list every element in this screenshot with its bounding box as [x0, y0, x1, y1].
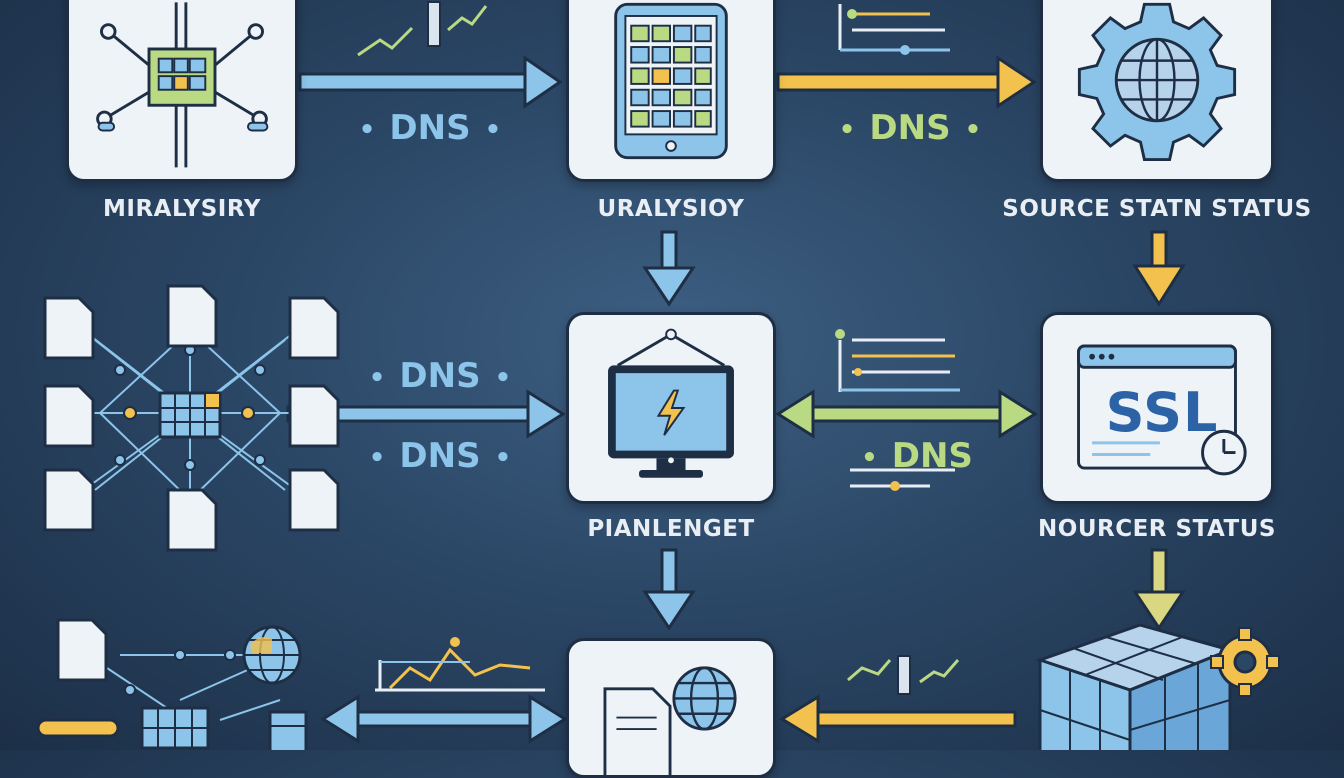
- arrow-n8-n9-bidirectional: [779, 694, 1017, 744]
- pill-icon: [36, 718, 120, 738]
- node-card-nourcer-status: SSL: [1040, 312, 1274, 504]
- timeline-icon: [838, 4, 950, 55]
- dot-icon: •: [484, 114, 502, 145]
- node-card-miralysiry: [66, 0, 298, 182]
- arrow-n1-to-n2: [298, 55, 563, 109]
- dot-icon: •: [838, 114, 856, 145]
- ssl-window-icon: [1077, 344, 1247, 476]
- node-label-uralysioy: URALYSIOY: [597, 196, 745, 222]
- gear-globe-icon: [1077, 2, 1237, 162]
- arrow-n2-to-n5: [642, 230, 696, 307]
- edge-label-n4-n5-lower: • DNS •: [340, 436, 540, 476]
- node-card-document-globe: [566, 638, 776, 778]
- arrow-n7-n8-bidirectional: [320, 694, 568, 744]
- edge-label-text: DNS: [399, 356, 481, 396]
- arrow-n3-to-n6: [1132, 230, 1186, 307]
- node-card-uralysioy: [566, 0, 776, 182]
- cube-grid-icon: [1035, 623, 1235, 750]
- edge-label-text: DNS: [399, 436, 481, 476]
- node-label-miralysiry: MIRALYSIRY: [103, 196, 261, 222]
- node-card-pianlenget: [566, 312, 776, 504]
- ssl-badge: SSL: [1105, 381, 1219, 444]
- edge-label-text: DNS: [389, 108, 471, 148]
- globe-icon: [242, 625, 302, 685]
- edge-label-n1-n2: • DNS •: [330, 108, 530, 148]
- database-icon: [268, 710, 308, 750]
- dot-icon: •: [368, 442, 386, 473]
- bottom-left-cluster: [36, 618, 308, 750]
- dot-icon: •: [368, 362, 386, 393]
- sparkline-icon: [357, 1, 488, 57]
- arrow-n4-to-n5: [286, 389, 566, 439]
- network-flow-diagram: MIRALYSIRY: [36, 0, 1312, 778]
- edge-label-n2-n3: • DNS •: [810, 108, 1010, 148]
- arrow-n5-to-n8: [642, 548, 696, 631]
- dot-icon: •: [494, 442, 512, 473]
- data-grid-icon: [158, 391, 222, 439]
- gear-icon: [1210, 627, 1280, 697]
- node-card-source-status: [1040, 0, 1274, 182]
- dot-icon: •: [494, 362, 512, 393]
- monitor-alert-icon: [608, 328, 734, 478]
- node-label-source-status: SOURCE STATN STATUS: [1002, 196, 1312, 222]
- edge-label-n5-n6: • DNS: [820, 436, 1000, 476]
- edge-label-text: DNS: [891, 436, 973, 476]
- node-label-pianlenget: PIANLENGET: [587, 516, 755, 542]
- arrow-n6-to-n9: [1132, 548, 1186, 631]
- timeline-icon-middle: [835, 329, 960, 392]
- arrow-n2-to-n3: [776, 55, 1037, 109]
- dot-icon: •: [358, 114, 376, 145]
- tablet-icon: [614, 2, 728, 160]
- dot-icon: •: [861, 442, 878, 473]
- file-icon: [43, 284, 340, 552]
- sparkline-icon-bottom-right: [847, 655, 960, 695]
- dot-icon: •: [964, 114, 982, 145]
- timeline-icon-lower: [850, 468, 955, 491]
- sparkline-icon-bottom-left: [375, 637, 545, 692]
- document-globe-icon: [603, 666, 737, 775]
- arrow-n5-n6-bidirectional: [775, 389, 1038, 439]
- document-network: [43, 284, 340, 552]
- network-hub-icon: [96, 2, 269, 168]
- connector-layer: [36, 1, 1280, 750]
- file-icon-bottom: [56, 618, 108, 682]
- edge-label-n4-n5-upper: • DNS •: [340, 356, 540, 396]
- node-label-nourcer-status: NOURCER STATUS: [1038, 516, 1276, 542]
- edge-label-text: DNS: [869, 108, 951, 148]
